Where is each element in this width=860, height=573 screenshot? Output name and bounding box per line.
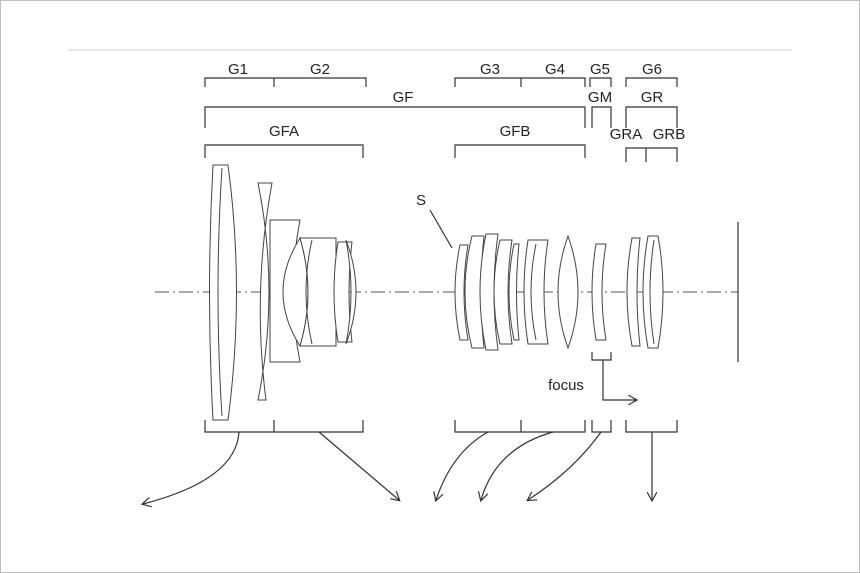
bottom-bracket-g5 (591, 420, 612, 433)
bracket-g3-g4 (454, 77, 586, 87)
bracket-gr (625, 106, 678, 128)
bracket-g1-g2 (204, 77, 367, 87)
bracket-gm (591, 106, 612, 128)
label-gfa: GFA (269, 123, 299, 140)
bottom-bracket-g1-g2 (204, 420, 364, 433)
bracket-g5 (589, 77, 612, 87)
label-g3: G3 (480, 61, 500, 78)
lens-group-g1 (209, 164, 273, 421)
arrow-g4 (481, 431, 554, 500)
focus-indicator (591, 352, 636, 400)
bottom-bracket-g6 (625, 420, 678, 433)
bracket-gfa (204, 144, 364, 158)
arrow-g3 (436, 431, 489, 500)
lens-group-g2 (269, 219, 357, 363)
label-gfb: GFB (500, 123, 531, 140)
arrow-g1 (143, 431, 240, 504)
label-gf: GF (393, 89, 414, 106)
bracket-gfb (454, 144, 586, 158)
label-focus: focus (548, 377, 584, 394)
label-grb: GRB (653, 126, 686, 143)
label-gra: GRA (610, 126, 643, 143)
bottom-bracket-g3-g4 (454, 420, 586, 433)
lens-group-g5 (591, 243, 607, 341)
bracket-gra-grb (625, 147, 678, 162)
lens-group-g3 (454, 233, 520, 351)
arrow-g2 (318, 431, 399, 500)
stop-pointer (429, 209, 453, 249)
label-g6: G6 (642, 61, 662, 78)
label-gm: GM (588, 89, 612, 106)
label-stop-s: S (416, 192, 426, 209)
label-gr: GR (641, 89, 664, 106)
label-g1: G1 (228, 61, 248, 78)
label-g5: G5 (590, 61, 610, 78)
bracket-g6 (625, 77, 678, 87)
label-g4: G4 (545, 61, 565, 78)
lens-group-g6 (626, 235, 664, 349)
arrow-g5 (528, 431, 602, 500)
label-g2: G2 (310, 61, 330, 78)
lens-group-g4 (523, 234, 579, 350)
bracket-gf (204, 106, 586, 128)
